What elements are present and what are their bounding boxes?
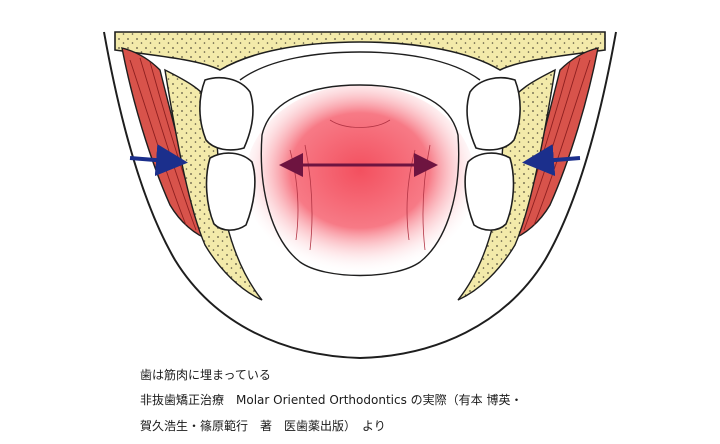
right-upper-tooth (466, 76, 521, 151)
arrow-right-icon (129, 144, 188, 177)
right-lower-tooth (464, 152, 515, 231)
caption-title: 歯は筋肉に埋まっている (140, 368, 271, 382)
left-upper-tooth (199, 76, 254, 151)
left-lower-tooth (205, 152, 256, 231)
caption-citation-line-1: 非抜歯矯正治療 Molar Oriented Orthodontics の実際（… (140, 393, 523, 407)
caption-citation-line-2: 賀久浩生・篠原範行 著 医歯薬出版） より (140, 419, 386, 433)
arrow-left-icon (522, 144, 581, 177)
face-outline (103, 31, 617, 360)
tongue-outline (260, 84, 460, 277)
dental-cross-section-diagram (103, 31, 617, 360)
palate-bone (114, 31, 606, 71)
palate-inner-arch (239, 51, 481, 81)
tongue-muscle-lines (289, 119, 431, 251)
tongue (245, 85, 475, 275)
